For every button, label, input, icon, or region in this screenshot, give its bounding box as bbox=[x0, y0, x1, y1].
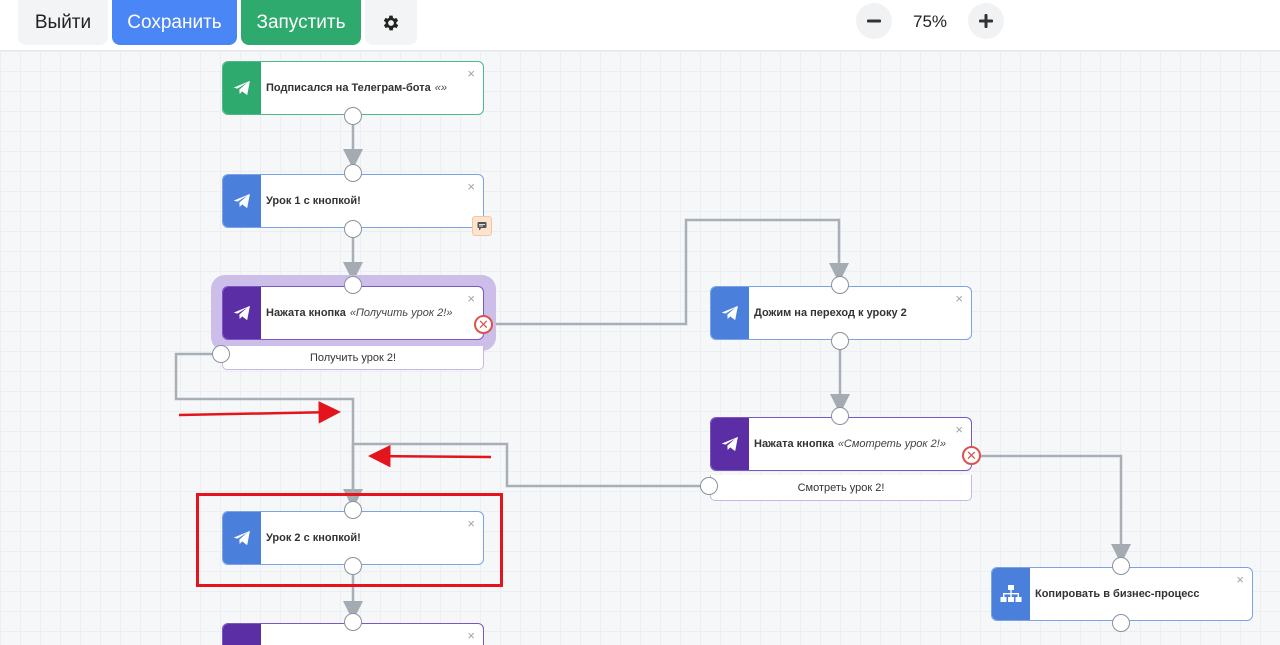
connection-lines bbox=[174, 125, 1131, 621]
port-out[interactable] bbox=[831, 332, 849, 350]
close-icon[interactable]: × bbox=[467, 291, 475, 306]
close-icon[interactable]: × bbox=[467, 179, 475, 194]
port-out[interactable] bbox=[1112, 614, 1130, 632]
node-title: Урок 1 с кнопкой! bbox=[266, 195, 361, 207]
node-button-pressed-1[interactable]: Нажата кнопка«Получить урок 2!» × bbox=[222, 286, 484, 340]
zoom-in-button[interactable] bbox=[968, 3, 1004, 39]
node-copy-business-process[interactable]: Копировать в бизнес-процесс × bbox=[991, 567, 1253, 621]
port-out[interactable] bbox=[212, 345, 230, 363]
node-title: Нажата кнопка«Получить урок 2!» bbox=[266, 307, 453, 319]
zoom-out-button[interactable] bbox=[856, 3, 892, 39]
telegram-icon bbox=[223, 175, 261, 227]
port-in[interactable] bbox=[344, 276, 362, 294]
close-icon[interactable]: × bbox=[955, 422, 963, 437]
port-in[interactable] bbox=[831, 276, 849, 294]
close-icon[interactable]: × bbox=[467, 66, 475, 81]
close-icon[interactable]: × bbox=[467, 628, 475, 643]
node-push-to-lesson2[interactable]: Дожим на переход к уроку 2 × bbox=[710, 286, 972, 340]
port-in[interactable] bbox=[344, 164, 362, 182]
port-in[interactable] bbox=[831, 407, 849, 425]
node-button-pressed-2[interactable]: Нажата кнопка«Смотреть урок 2!» × bbox=[710, 417, 972, 471]
error-port-icon[interactable]: ✕ bbox=[474, 315, 493, 334]
node-title: Копировать в бизнес-процесс bbox=[1035, 588, 1200, 600]
red-arrow-right bbox=[178, 401, 341, 424]
comment-icon bbox=[477, 222, 487, 231]
port-in[interactable] bbox=[1112, 557, 1130, 575]
close-icon[interactable]: × bbox=[955, 291, 963, 306]
error-port-icon[interactable]: ✕ bbox=[962, 446, 981, 465]
node-title: Подписался на Телеграм-бота«» bbox=[266, 82, 447, 94]
node-title: Урок 2 с кнопкой! bbox=[266, 532, 361, 544]
button-option-bar[interactable]: Получить урок 2! bbox=[222, 346, 484, 370]
save-button[interactable]: Сохранить bbox=[112, 0, 237, 45]
port-in[interactable] bbox=[344, 613, 362, 631]
button-option-bar[interactable]: Смотреть урок 2! bbox=[710, 475, 972, 501]
telegram-icon bbox=[223, 287, 261, 339]
wire-button1-push bbox=[484, 218, 849, 326]
port-out[interactable] bbox=[344, 107, 362, 125]
node-title: Дожим на переход к уроку 2 bbox=[754, 307, 907, 319]
port-out[interactable] bbox=[344, 220, 362, 238]
org-chart-icon bbox=[992, 568, 1030, 620]
node-title: Нажата кнопка«Смотреть урок 2!» bbox=[754, 438, 946, 450]
flow-canvas[interactable]: Подписался на Телеграм-бота«» × Урок 1 с… bbox=[0, 51, 1280, 645]
telegram-icon bbox=[223, 62, 261, 114]
close-icon[interactable]: × bbox=[467, 516, 475, 531]
close-icon[interactable]: × bbox=[1236, 572, 1244, 587]
node-lesson2[interactable]: Урок 2 с кнопкой! × bbox=[222, 511, 484, 565]
red-arrow-left bbox=[368, 444, 492, 468]
zoom-level: 75% bbox=[912, 12, 948, 31]
telegram-icon bbox=[711, 418, 749, 470]
telegram-icon bbox=[223, 512, 261, 564]
minus-icon bbox=[867, 19, 881, 23]
comment-badge[interactable] bbox=[472, 216, 492, 236]
wire-button1-lesson2 bbox=[174, 352, 363, 509]
telegram-icon bbox=[223, 624, 261, 645]
toolbar: Выйти Сохранить Запустить 75% bbox=[0, 0, 1280, 51]
port-in[interactable] bbox=[344, 501, 362, 519]
gear-icon bbox=[383, 15, 399, 30]
port-out[interactable] bbox=[344, 557, 362, 575]
wire-button2-copy bbox=[971, 454, 1131, 564]
plus-icon bbox=[979, 14, 993, 28]
wire-button2-lesson2 bbox=[351, 442, 709, 499]
exit-button[interactable]: Выйти bbox=[18, 0, 108, 45]
port-out[interactable] bbox=[700, 477, 718, 495]
node-subscribed[interactable]: Подписался на Телеграм-бота«» × bbox=[222, 61, 484, 115]
settings-button[interactable] bbox=[365, 0, 417, 45]
telegram-icon bbox=[711, 287, 749, 339]
run-button[interactable]: Запустить bbox=[241, 0, 361, 45]
